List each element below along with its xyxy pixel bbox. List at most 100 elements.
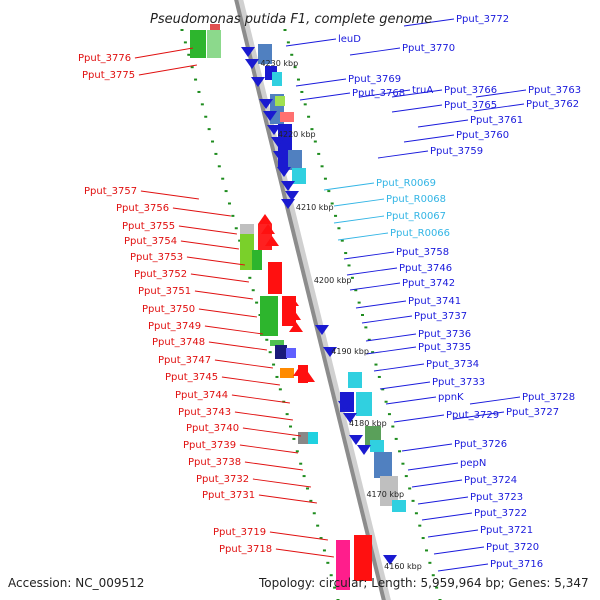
right-gene-label: Pput_3737 <box>414 311 467 322</box>
track-dot <box>255 301 259 304</box>
left-gene-label: Pput_3751 <box>138 286 191 297</box>
right-gene-label: Pput_3728 <box>522 392 575 403</box>
right-gene-label: Pput_3758 <box>396 247 449 258</box>
right-leader-line <box>346 267 398 276</box>
feature-arrow <box>301 372 315 382</box>
backbone-shadow <box>237 0 391 600</box>
feature-arrow <box>383 555 397 565</box>
gene-block <box>207 30 221 58</box>
gene-block <box>280 368 294 378</box>
left-gene-label: Pput_3757 <box>84 186 137 197</box>
left-gene-label: Pput_3755 <box>122 221 175 232</box>
right-leader-line <box>323 182 375 191</box>
label-leader-lines <box>134 18 527 572</box>
right-gene-label: Pput_3724 <box>464 475 517 486</box>
left-leader-line <box>239 444 298 454</box>
track-dot <box>408 487 412 490</box>
right-leader-line <box>379 381 431 390</box>
left-leader-line <box>140 190 199 200</box>
left-gene-label: Pput_3753 <box>130 252 183 263</box>
right-leader-line <box>365 346 417 355</box>
track-dot <box>329 574 333 577</box>
track-dot <box>307 115 311 118</box>
right-leader-line <box>453 411 505 420</box>
right-gene-label: Pput_3772 <box>456 14 509 25</box>
track-dot <box>316 524 320 527</box>
track-dot <box>300 90 304 93</box>
left-leader-line <box>190 273 249 283</box>
track-dot <box>411 499 415 502</box>
gene-block <box>240 224 254 234</box>
right-leader-line <box>433 546 485 555</box>
right-leader-line <box>285 38 337 47</box>
right-gene-label: Pput_3761 <box>470 115 523 126</box>
genome-backbone <box>234 0 386 600</box>
track-dot <box>272 363 276 366</box>
track-dot <box>350 276 354 279</box>
right-leader-line <box>349 282 401 291</box>
gene-block <box>380 476 398 506</box>
feature-arrow <box>245 59 259 69</box>
gene-block <box>374 452 392 478</box>
gene-block <box>280 112 294 122</box>
track-dot <box>312 512 316 515</box>
gene-block <box>210 24 220 30</box>
track-dot <box>251 289 255 292</box>
right-gene-label: Pput_3720 <box>486 542 539 553</box>
right-leader-line <box>337 232 389 241</box>
gene-block <box>292 168 306 184</box>
track-dot <box>238 239 242 242</box>
right-gene-label: Pput_R0066 <box>390 228 450 239</box>
right-gene-label: Pput_R0069 <box>376 178 436 189</box>
right-leader-line <box>391 104 443 113</box>
right-gene-label: ppnK <box>438 392 464 403</box>
right-leader-line <box>403 18 455 27</box>
left-leader-line <box>244 461 303 471</box>
right-gene-label: Pput_3722 <box>474 508 527 519</box>
right-gene-label: Pput_3723 <box>470 492 523 503</box>
feature-arrow <box>357 445 371 455</box>
scale-label: 4160 kbp <box>384 562 422 571</box>
right-gene-label: Pput_3727 <box>506 407 559 418</box>
right-gene-label: Pput_3762 <box>526 99 579 110</box>
track-dot <box>224 190 228 193</box>
right-gene-label: Pput_3726 <box>454 439 507 450</box>
left-gene-label: Pput_3748 <box>152 337 205 348</box>
right-leader-line <box>469 396 521 405</box>
left-gene-label: Pput_3776 <box>78 53 131 64</box>
genome-summary-text: Topology: circular; Length: 5,959,964 bp… <box>258 576 589 590</box>
right-gene-label: Pput_R0067 <box>386 211 446 222</box>
right-leader-line <box>365 333 417 342</box>
right-gene-label: Pput_3760 <box>456 130 509 141</box>
right-leader-line <box>421 512 473 521</box>
feature-arrow <box>285 296 299 306</box>
right-gene-label: Pput_3721 <box>480 525 533 536</box>
right-leader-line <box>373 363 425 372</box>
right-leader-line <box>361 315 413 324</box>
right-leader-line <box>343 251 395 260</box>
track-dot <box>283 29 287 31</box>
track-dot <box>234 227 238 230</box>
right-leader-line <box>417 496 469 505</box>
track-dot <box>293 66 297 69</box>
left-gene-label: Pput_3752 <box>134 269 187 280</box>
track-dot <box>330 202 334 205</box>
track-dot <box>290 53 294 56</box>
left-leader-line <box>134 47 193 59</box>
left-leader-line <box>186 256 245 266</box>
right-gene-label: Pput_3763 <box>528 85 581 96</box>
track-dot <box>231 214 235 217</box>
track-dot <box>394 437 398 440</box>
scale-label: 4220 kbp <box>278 130 316 139</box>
track-dot <box>221 177 225 180</box>
left-leader-line <box>221 376 280 386</box>
right-leader-line <box>385 396 437 405</box>
right-gene-label: Pput_3766 <box>444 85 497 96</box>
track-dot <box>374 363 378 366</box>
feature-arrow <box>251 77 265 87</box>
accession-text: Accession: NC_009512 <box>8 576 144 590</box>
track-dot <box>190 66 194 69</box>
track-dot <box>317 152 321 155</box>
right-leader-line <box>407 462 459 471</box>
gene-block <box>275 345 287 359</box>
